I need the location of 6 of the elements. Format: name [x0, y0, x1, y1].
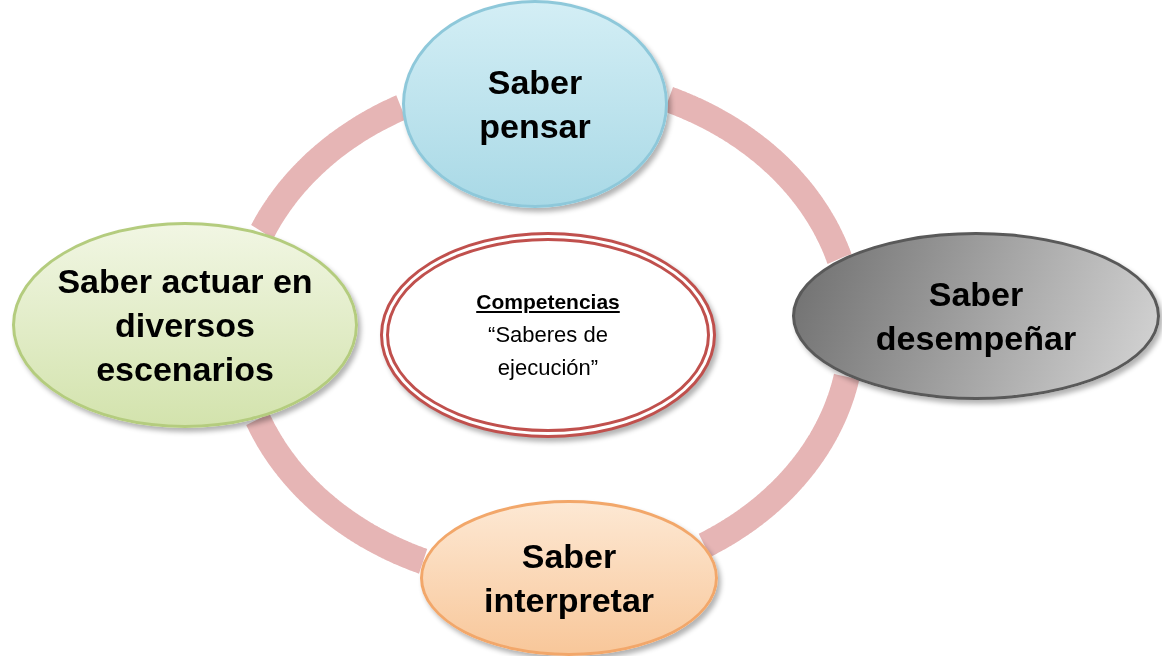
- node-label: Saber actuar en diversos escenarios: [56, 260, 314, 391]
- node-label: Saber interpretar: [482, 535, 656, 621]
- node-subtitle: “Saberes de ejecución”: [487, 320, 609, 382]
- node-label: Competencias: [476, 289, 620, 316]
- node-label: Saber desempeñar: [874, 273, 1078, 359]
- node-label: Saber pensar: [478, 61, 592, 147]
